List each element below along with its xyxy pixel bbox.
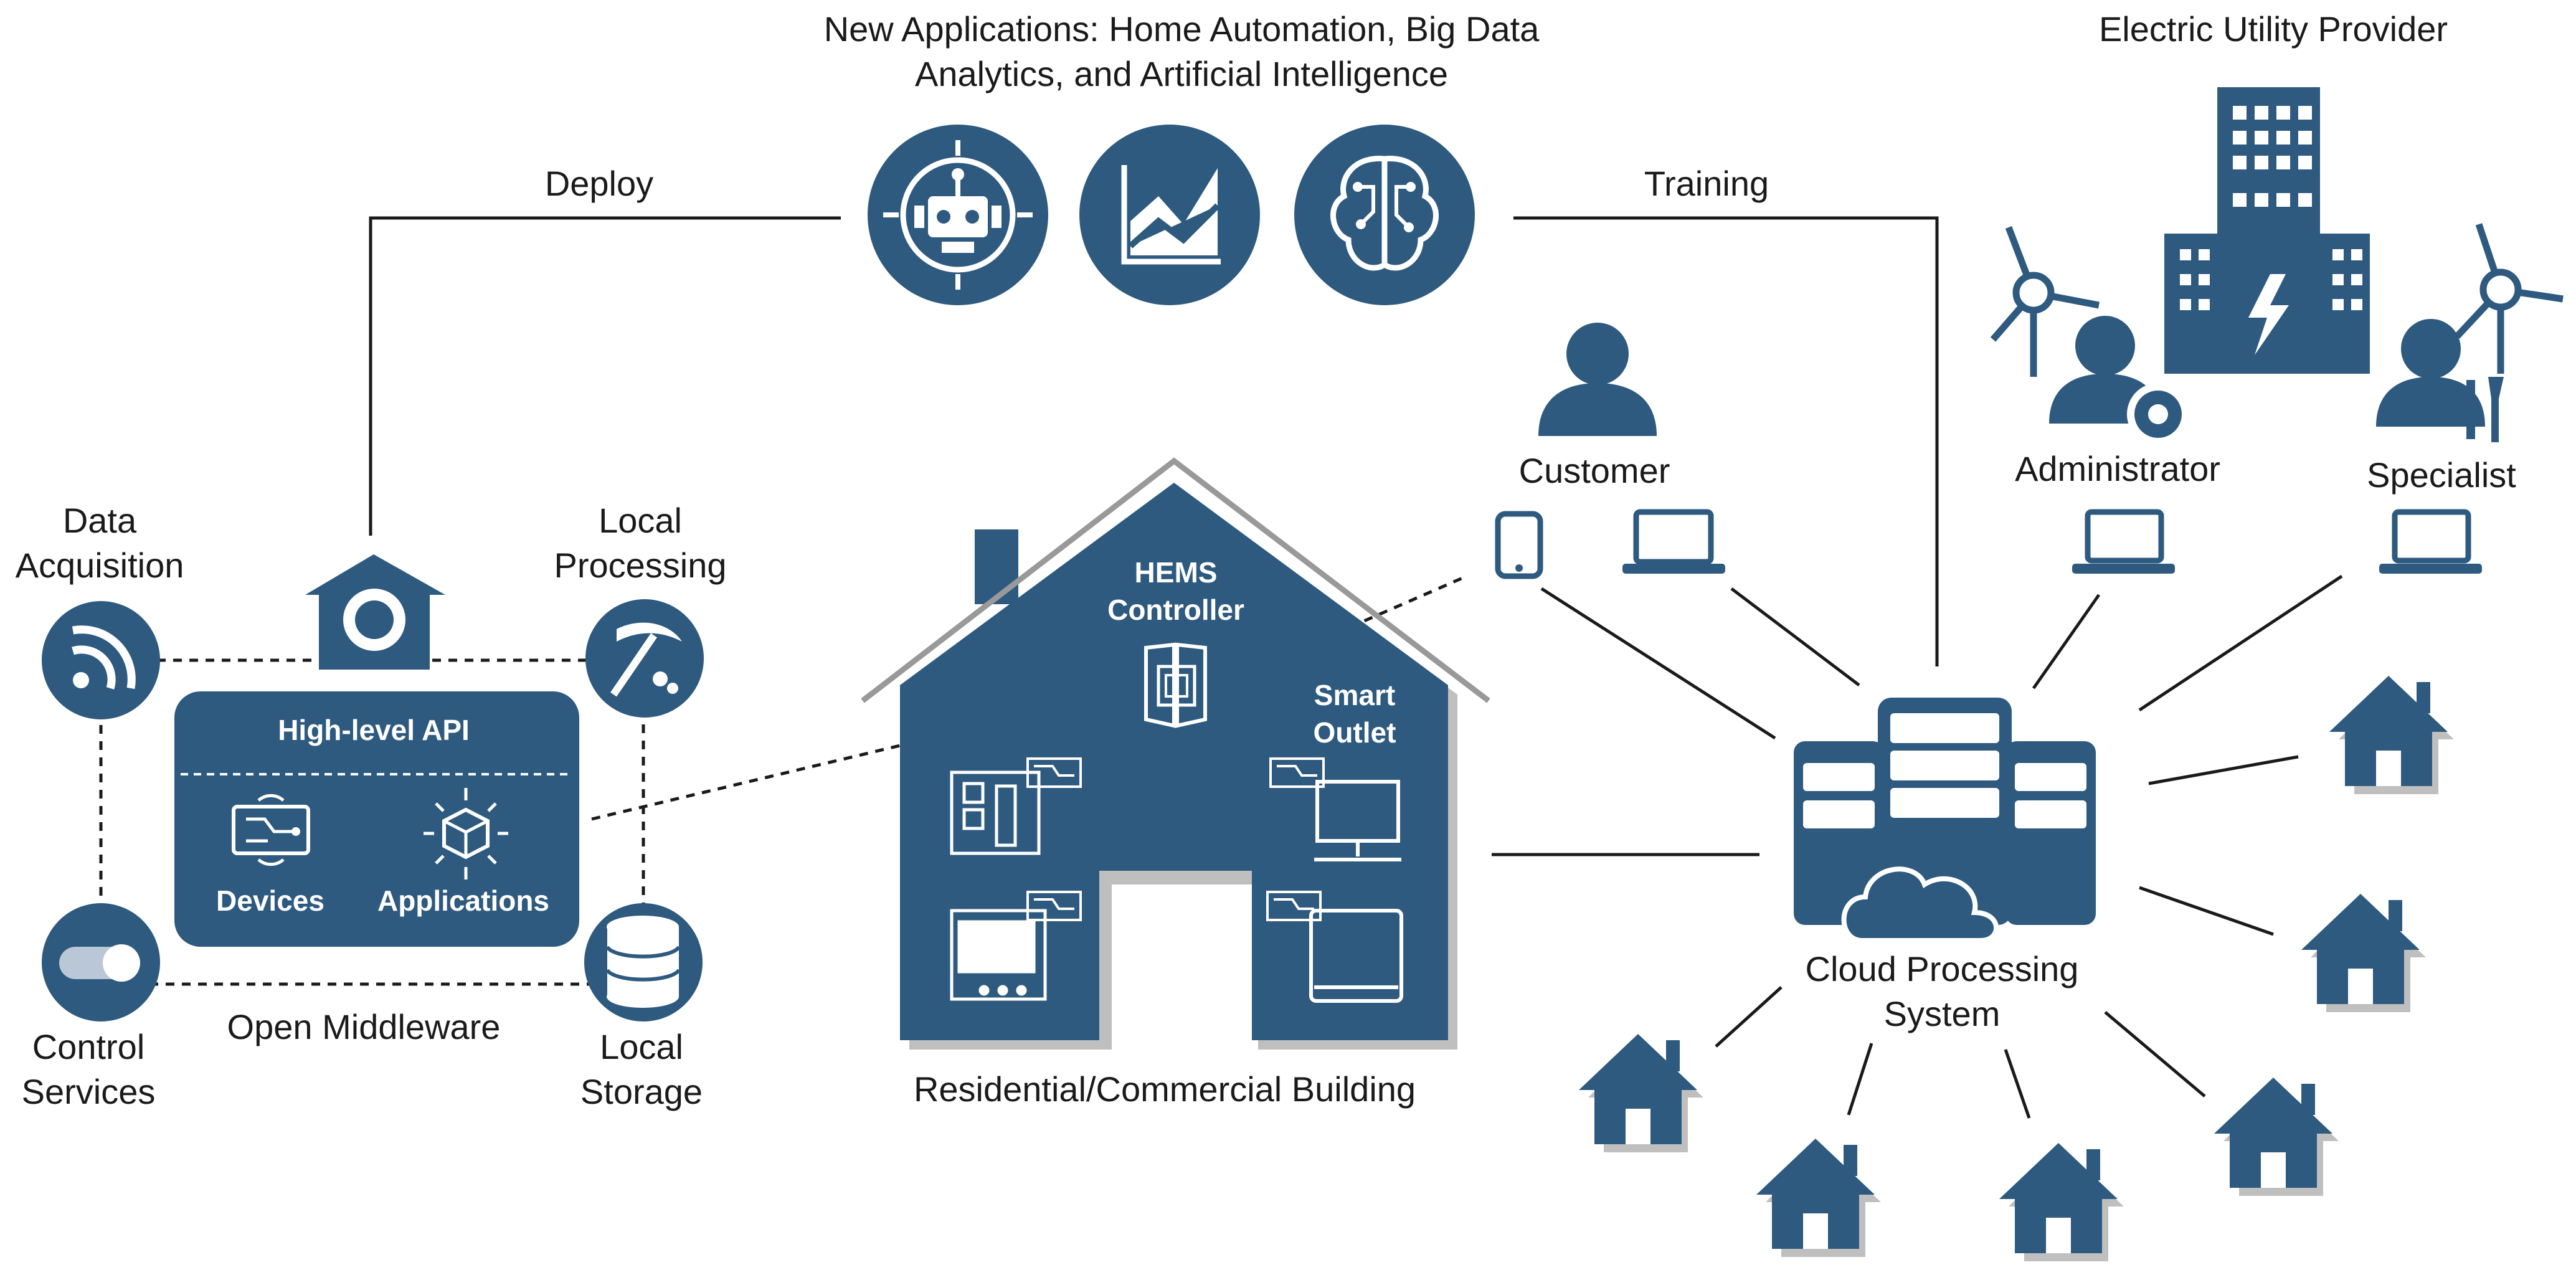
house-icon-1	[2329, 676, 2454, 794]
pickaxe-icon	[585, 599, 704, 718]
deploy-label: Deploy	[545, 164, 653, 203]
customer-avatar-icon	[1538, 323, 1657, 436]
smart-outlet-icon-4	[1266, 891, 1322, 921]
tablet-cloud-line	[1540, 587, 1776, 740]
apps-title-line2: Analytics, and Artificial Intelligence	[915, 54, 1448, 93]
house-icon-5	[1756, 1139, 1881, 1257]
devices-label: Devices	[216, 884, 324, 917]
tablet-icon	[1495, 511, 1543, 579]
appliance-monitor-icon	[1314, 780, 1401, 861]
house5-link	[1847, 1043, 1873, 1116]
appliance-tv-icon	[950, 909, 1047, 1001]
administrator-avatar-icon	[2049, 316, 2189, 445]
building-caption: Residential/Commercial Building	[914, 1069, 1416, 1109]
specialist-cloud-line	[2138, 574, 2343, 712]
house3-link	[2104, 1011, 2206, 1097]
hems-controller-icon	[1144, 642, 1207, 728]
admin-cloud-line	[2032, 594, 2101, 690]
customer-laptop-icon	[1622, 509, 1725, 574]
hems-label-1: HEMS	[1135, 556, 1218, 589]
laptop-cloud-line	[1730, 587, 1860, 686]
analytics-chart-icon	[1079, 125, 1260, 305]
api-panel: High-level API Devices	[174, 691, 579, 947]
customer-label: Customer	[1519, 451, 1670, 490]
api-title: High-level API	[278, 714, 470, 746]
connector-lines	[369, 216, 2343, 1119]
open-middleware-label: Open Middleware	[227, 1007, 501, 1046]
training-line	[1513, 216, 1939, 666]
training-label: Training	[1644, 164, 1769, 203]
data-acquisition-icon	[42, 601, 160, 719]
apps-title-line1: New Applications: Home Automation, Big D…	[824, 9, 1540, 49]
specialist-avatar-icon	[2376, 319, 2504, 442]
house4-link	[2004, 1049, 2031, 1119]
house-icon-2	[2301, 894, 2426, 1012]
house-icon-3	[2214, 1078, 2339, 1196]
appliance-printer-icon	[1309, 909, 1403, 1003]
house1-link	[2148, 755, 2299, 785]
appliance-washer-icon	[950, 770, 1041, 855]
house-icon-4	[1999, 1143, 2124, 1261]
cloud-label-1: Cloud Processing	[1806, 949, 2079, 988]
house2-link	[2139, 886, 2274, 936]
wind-turbine-icon-left	[1990, 226, 2100, 377]
smart-outlet-icon-3	[1269, 757, 1325, 788]
administrator-label: Administrator	[2015, 449, 2220, 488]
database-icon	[584, 903, 703, 1022]
smart-outlet-icon-1	[1026, 757, 1082, 788]
applications-label: Applications	[377, 884, 549, 917]
toggle-switch-icon	[42, 903, 160, 1022]
house6-link	[1715, 986, 1783, 1048]
administrator-laptop-icon	[2072, 509, 2175, 574]
utility-building-icon	[2164, 87, 2370, 374]
cloud-label-2: System	[1884, 994, 2001, 1033]
specialist-label: Specialist	[2367, 455, 2516, 495]
smart-outlet-icon-2	[1026, 891, 1082, 921]
data-acquisition-label-1: Data	[63, 501, 137, 540]
smart-outlet-label-2: Outlet	[1314, 716, 1396, 749]
utility-title: Electric Utility Provider	[2099, 9, 2448, 49]
house-icon-6	[1579, 1034, 1703, 1152]
local-processing-label-2: Processing	[554, 546, 726, 585]
hems-label-2: Controller	[1107, 594, 1244, 626]
local-storage-label-2: Storage	[580, 1072, 703, 1111]
cloud-servers-icon	[1794, 698, 2096, 943]
robot-icon	[868, 125, 1048, 305]
local-storage-label-1: Local	[600, 1027, 683, 1066]
deploy-line	[369, 216, 841, 536]
applications-icon	[424, 788, 508, 879]
building-house	[861, 457, 1490, 1050]
control-services-label-2: Services	[22, 1072, 156, 1111]
smart-outlet-label-1: Smart	[1314, 679, 1395, 711]
data-acquisition-label-2: Acquisition	[16, 546, 184, 585]
gateway-icon	[305, 554, 445, 670]
control-services-label-1: Control	[32, 1027, 145, 1066]
ai-brain-icon	[1294, 125, 1475, 305]
wind-turbine-icon-right	[2454, 223, 2564, 374]
local-processing-label-1: Local	[599, 501, 682, 540]
specialist-laptop-icon	[2379, 509, 2482, 574]
devices-icon	[232, 794, 310, 866]
